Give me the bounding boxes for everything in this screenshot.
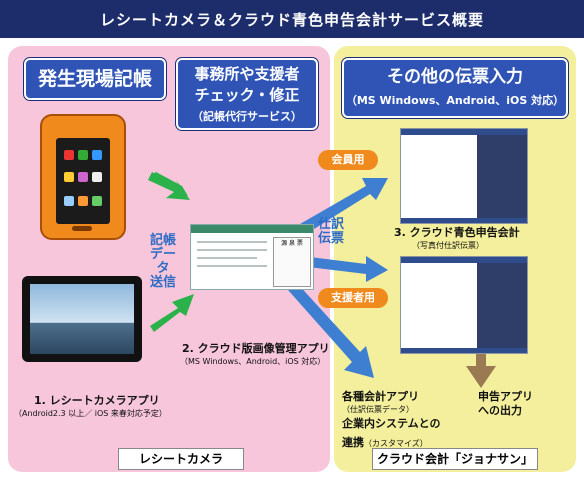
app-icon	[64, 172, 74, 182]
accounting-line-4: 連携	[342, 436, 364, 449]
cloud-accounting-footer-label: クラウド会計「ジョナサン」	[372, 448, 538, 470]
member-pill: 会員用	[318, 150, 378, 170]
other-voucher-main: その他の伝票入力	[387, 67, 523, 87]
tax-output-text: 申告アプリ への出力	[478, 390, 558, 418]
phone-home-button	[72, 226, 92, 231]
accounting-apps-text: 各種会計アプリ （仕訳伝票データ） 企業内システムとの 連携（カスタマイズ）	[342, 388, 472, 450]
app-line	[197, 249, 267, 251]
tax-output-line-1: 申告アプリ	[478, 390, 533, 403]
green-arrow-phone	[148, 172, 190, 200]
app-line	[197, 257, 257, 259]
smartphone-screen	[56, 138, 110, 224]
other-voucher-sub: （MS Windows、Android、iOS 対応）	[345, 94, 565, 107]
page-title: レシートカメラ＆クラウド青色申告会計サービス概要	[0, 0, 584, 41]
tablet-image	[22, 276, 142, 362]
send-label-3: 送信	[149, 275, 176, 290]
receipt-app-caption: 1. レシートカメラアプリ	[34, 394, 160, 407]
screen-sidebar	[476, 135, 527, 223]
other-voucher-heading: その他の伝票入力 （MS Windows、Android、iOS 対応）	[342, 58, 568, 118]
office-check-line1: 事務所や支援者	[194, 65, 300, 83]
send-data-label: 記帳 データ 送信	[148, 234, 178, 290]
cloud-accounting-screen-1	[400, 128, 528, 224]
supporter-pill: 支援者用	[318, 288, 388, 308]
smartphone-image	[40, 114, 126, 240]
journal-label-1: 仕訳	[317, 217, 344, 232]
image-management-app-screen: 源 泉 票	[190, 224, 314, 290]
screen-footer	[401, 348, 527, 353]
tablet-screen	[30, 284, 134, 354]
green-arrow-tablet	[150, 294, 194, 332]
app-icon	[64, 150, 74, 160]
app-icon	[78, 196, 88, 206]
accounting-line-4b: （カスタマイズ）	[364, 439, 428, 448]
cloud-accounting-sub: （写真付仕訳伝票）	[412, 241, 484, 250]
app-icon	[78, 150, 88, 160]
image-app-caption: 2. クラウド版画像管理アプリ	[182, 342, 330, 355]
app-icon	[92, 150, 102, 160]
voucher-form: 源 泉 票	[273, 237, 311, 287]
screen-header	[401, 257, 527, 263]
brown-arrow-down	[466, 340, 496, 388]
send-label-1: 記帳	[149, 233, 176, 248]
office-check-heading: 事務所や支援者 チェック・修正 （記帳代行サービス）	[176, 58, 318, 130]
voucher-form-title: 源 泉 票	[281, 240, 303, 247]
accounting-line-2: （仕訳伝票データ）	[342, 405, 414, 414]
app-line	[197, 241, 267, 243]
accounting-line-3: 企業内システムとの	[342, 417, 441, 430]
journal-voucher-label: 仕訳 伝票	[316, 218, 346, 246]
app-line	[197, 265, 267, 267]
screen-header	[401, 129, 527, 135]
blue-arrow-upper	[300, 178, 388, 234]
on-site-entry-heading: 発生現場記帳	[24, 58, 166, 100]
send-label-2: データ	[149, 247, 176, 276]
cloud-accounting-caption: 3. クラウド青色申告会計	[394, 226, 520, 239]
app-header-bar	[191, 225, 313, 233]
accounting-line-1: 各種会計アプリ	[342, 390, 419, 403]
app-icon	[64, 196, 74, 206]
tax-output-line-2: への出力	[478, 404, 522, 417]
office-check-sub: （記帳代行サービス）	[192, 110, 302, 123]
app-icon	[92, 172, 102, 182]
screen-footer	[401, 218, 527, 223]
journal-label-2: 伝票	[317, 231, 344, 246]
blue-arrow-lower	[288, 282, 374, 378]
image-app-sub: （MS Windows、Android、iOS 対応）	[180, 357, 326, 366]
blue-arrow-middle	[300, 256, 388, 282]
cloud-accounting-screen-2	[400, 256, 528, 354]
receipt-app-sub: （Android2.3 以上／ iOS 来春対応予定）	[14, 409, 167, 418]
app-icon	[78, 172, 88, 182]
receipt-camera-footer-label: レシートカメラ	[118, 448, 244, 470]
screen-sidebar	[476, 263, 527, 353]
office-check-line2: チェック・修正	[194, 86, 300, 104]
app-icon	[92, 196, 102, 206]
